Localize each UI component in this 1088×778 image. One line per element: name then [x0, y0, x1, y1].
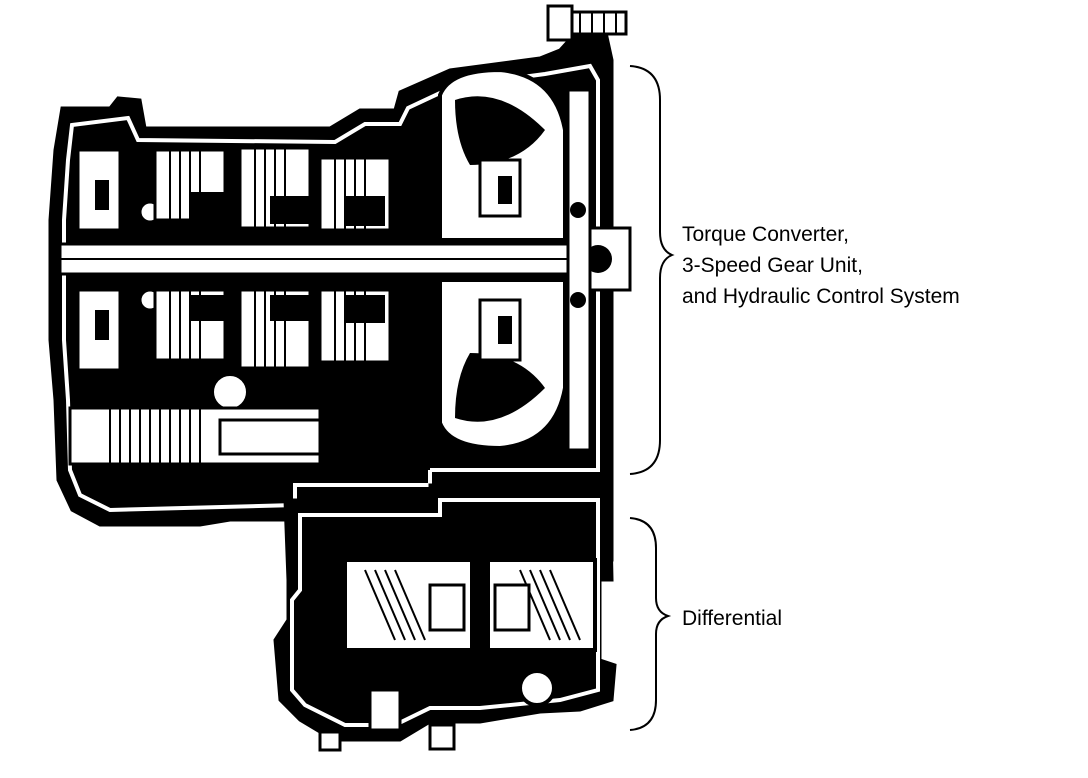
callout-brace-lower	[629, 517, 672, 731]
callout-brace-upper	[629, 65, 675, 475]
main-shaft	[58, 226, 632, 292]
torque-converter	[438, 67, 592, 452]
differential-housing	[273, 483, 617, 752]
clutch-packs-lower	[153, 288, 392, 412]
callout-line: and Hydraulic Control System	[682, 285, 960, 308]
callout-line: 3-Speed Gear Unit,	[682, 254, 863, 277]
differential-label: Differential	[682, 603, 782, 634]
clutch-packs-upper	[153, 146, 392, 232]
callout-line: Torque Converter,	[682, 223, 849, 246]
callout-line: Differential	[682, 607, 782, 630]
torque-converter-gear-hydraulic-label: Torque Converter, 3-Speed Gear Unit, and…	[682, 219, 960, 312]
countershaft	[68, 400, 430, 470]
output-gear-section	[76, 148, 162, 372]
